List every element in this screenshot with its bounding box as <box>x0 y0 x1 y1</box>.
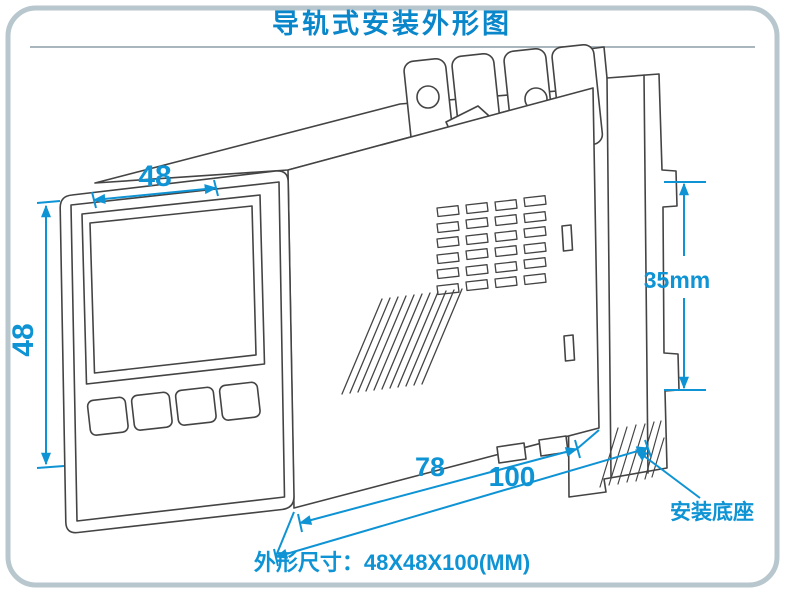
device-drawing <box>59 43 680 534</box>
vent-grille <box>341 288 463 395</box>
rear-slot-2 <box>563 334 576 362</box>
page-border <box>5 5 780 588</box>
panel-buttons <box>86 381 261 436</box>
mounting-base-label: 安装底座 <box>670 500 754 524</box>
bracket-fold-line <box>606 77 612 478</box>
panel-button-1 <box>86 396 129 436</box>
bracket-edge-line <box>643 74 649 474</box>
terminal-screw-1 <box>416 85 440 109</box>
dim-depth-100 <box>273 439 652 567</box>
rear-slot-1 <box>561 224 574 252</box>
dim-width-top-label: 48 <box>138 160 171 193</box>
dim-height-left-label: 48 <box>7 323 40 356</box>
display-inner-frame <box>89 205 257 374</box>
dim-depth-78-label: 78 <box>415 452 445 482</box>
dim-depth-100-label: 100 <box>489 461 536 492</box>
caption-text: 外形尺寸：48X48X100(MM) <box>254 550 530 575</box>
mounting-base-arrow <box>635 449 701 499</box>
display-window <box>81 194 266 385</box>
dimension-annotations <box>36 179 706 567</box>
dim-height-left <box>36 200 65 469</box>
dimension-labels: 48 48 35mm 78 100 安装底座 外形尺寸：48X48X100(MM… <box>7 160 754 575</box>
dim-rail-height <box>664 181 706 391</box>
page-title: 导轨式安装外形图 <box>272 8 512 39</box>
bottom-terminal-1 <box>496 442 527 464</box>
dim-rail-height-label: 35mm <box>644 267 710 293</box>
panel-button-2 <box>130 391 173 431</box>
panel-button-4 <box>218 381 261 421</box>
panel-button-3 <box>174 386 217 426</box>
vent-grid <box>436 195 547 296</box>
dim-width-top <box>91 179 219 209</box>
